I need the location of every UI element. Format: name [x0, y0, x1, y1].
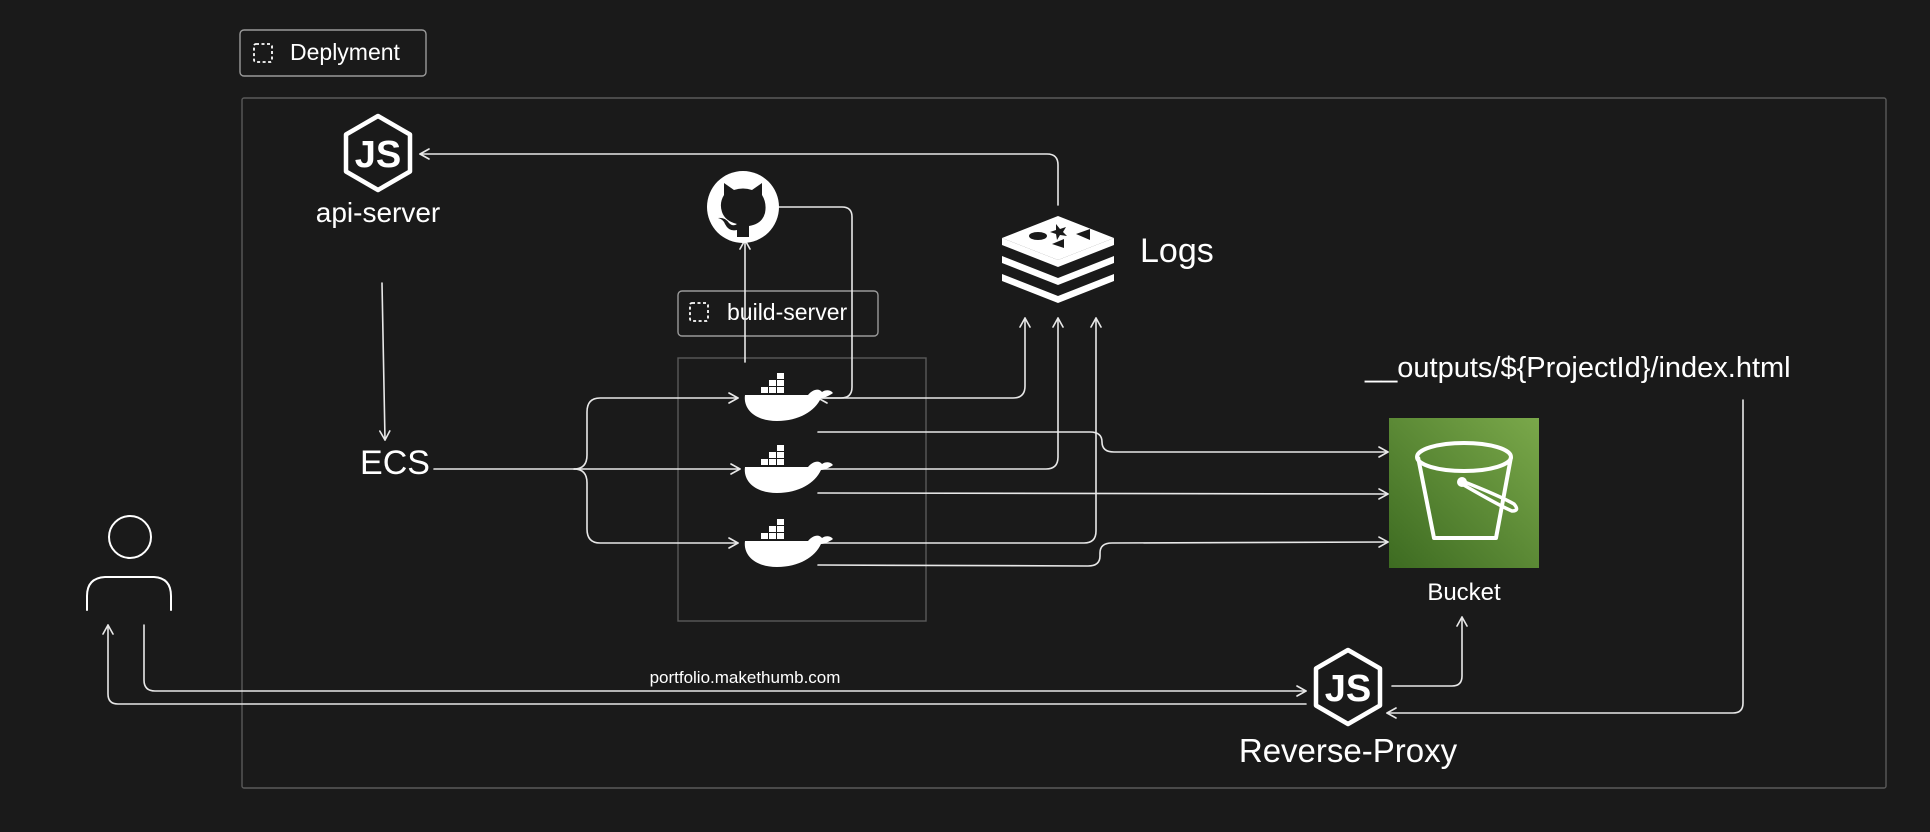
user-icon	[86, 515, 172, 611]
bucket-node[interactable]: Bucket	[1389, 418, 1539, 606]
docker-icon[interactable]	[744, 445, 833, 493]
build-server-frame	[677, 357, 927, 622]
edges	[102, 148, 1744, 719]
edge-ecs-to-container-3	[573, 468, 739, 549]
edge-reverse-proxy-to-bucket	[1391, 616, 1468, 687]
edge-api-server-to-ecs	[379, 282, 391, 441]
edge-container-2-to-bucket	[817, 488, 1389, 500]
docker-containers	[744, 373, 833, 567]
api-server-node[interactable]: api-server	[316, 116, 440, 228]
edge-user-to-reverse-proxy	[143, 624, 1307, 697]
logs-label: Logs	[1140, 232, 1214, 270]
bucket-label: Bucket	[1427, 579, 1501, 606]
reverse-proxy-node[interactable]: Reverse-Proxy	[1239, 650, 1458, 769]
logs-node[interactable]: Logs	[1002, 216, 1214, 303]
frame-icon	[689, 302, 709, 322]
s3-bucket-icon	[1389, 418, 1539, 568]
output-path-label: __outputs/${ProjectId}/index.html	[1364, 352, 1791, 384]
edge-outputs-to-reverse-proxy	[1386, 399, 1744, 719]
edge-container-1-to-bucket	[817, 431, 1389, 458]
github-icon	[707, 171, 779, 243]
frame-icon	[253, 43, 273, 63]
api-server-label: api-server	[316, 197, 440, 228]
nodejs-icon	[346, 116, 410, 190]
nodejs-icon	[1316, 650, 1380, 724]
docker-icon[interactable]	[744, 373, 833, 421]
edge-container-2-to-logs	[817, 317, 1064, 470]
user-node[interactable]	[86, 515, 172, 611]
edge-logs-to-api-server	[419, 148, 1059, 206]
domain-label: portfolio.makethumb.com	[650, 668, 841, 687]
edge-container-3-to-logs	[817, 317, 1102, 544]
github-node[interactable]	[707, 171, 779, 243]
edge-ecs-to-container-1	[573, 392, 739, 470]
deployment-frame-tag[interactable]: Deplyment	[239, 29, 427, 77]
ecs-label[interactable]: ECS	[360, 444, 430, 482]
reverse-proxy-label: Reverse-Proxy	[1239, 732, 1458, 769]
deployment-frame-label: Deplyment	[290, 39, 401, 65]
edge-container-1-to-logs	[817, 317, 1031, 399]
edge-reverse-proxy-to-user	[102, 624, 1307, 705]
build-server-frame-label: build-server	[727, 299, 847, 325]
edge-container-3-to-bucket	[817, 536, 1389, 567]
docker-icon[interactable]	[744, 519, 833, 567]
build-server-frame-tag[interactable]: build-server	[677, 290, 879, 337]
deployment-frame	[241, 97, 1887, 789]
redis-icon	[1002, 216, 1114, 303]
